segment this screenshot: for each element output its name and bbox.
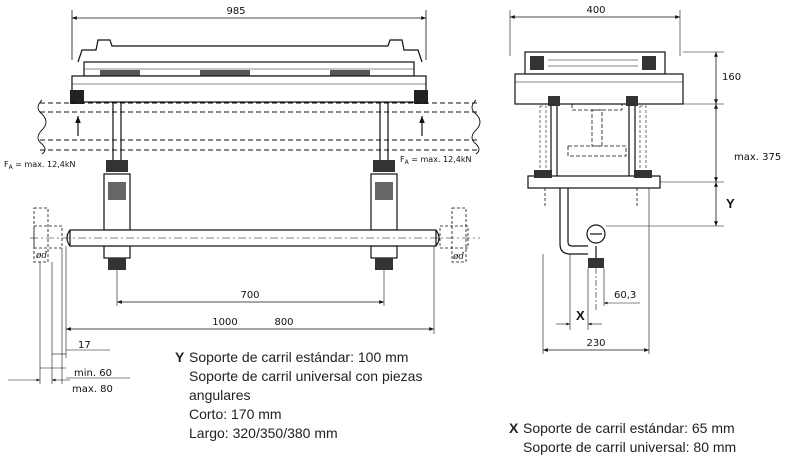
dim-min60-label: min. 60 xyxy=(74,368,112,379)
side-platform xyxy=(514,51,684,105)
side-hangers xyxy=(539,96,647,177)
legend-x-line-2: Soporte de carril universal: 80 mm xyxy=(523,439,737,455)
dim-700-label: 700 xyxy=(240,290,259,301)
dim-800-label: 800 xyxy=(274,317,293,328)
dim-1000-label: 1000 xyxy=(212,317,237,328)
dim-y-label: Y xyxy=(726,196,735,211)
dim-603-label: 60,3 xyxy=(614,290,636,301)
dim-max80-label: max. 80 xyxy=(72,384,113,395)
dim-x-label: X xyxy=(576,308,585,323)
dim-160-label: 160 xyxy=(722,72,741,83)
legend-x-key: X xyxy=(509,420,519,436)
force-label-left: FA = max. 12,4kN xyxy=(4,160,75,171)
hanger-right xyxy=(370,102,398,270)
diameter-label-right: ød xyxy=(452,252,464,262)
legend-x-line-1: Soporte de carril estándar: 65 mm xyxy=(523,420,735,436)
lower-beam xyxy=(30,229,480,247)
legend-y-line-4: Corto: 170 mm xyxy=(189,406,282,422)
side-view xyxy=(509,10,724,354)
scale-platform xyxy=(70,39,428,104)
diameter-label-left: ød xyxy=(35,251,47,261)
dim-985-label: 985 xyxy=(226,6,245,17)
front-view xyxy=(8,10,481,384)
dim-17-label: 17 xyxy=(78,340,91,351)
force-label-right: FA = max. 12,4kN xyxy=(400,155,471,166)
end-support-left xyxy=(33,207,63,263)
rail-break-right xyxy=(471,99,481,155)
dim-230-label: 230 xyxy=(586,338,605,349)
legend-y: Y Soporte de carril estándar: 100 mm Sop… xyxy=(175,348,423,443)
side-rail-section xyxy=(567,103,627,157)
legend-y-line-2: Soporte de carril universal con piezas xyxy=(189,368,423,384)
legend-y-line-1: Soporte de carril estándar: 100 mm xyxy=(189,349,409,365)
side-bracket xyxy=(559,188,606,312)
end-support-right xyxy=(439,207,469,263)
legend-y-line-3: angulares xyxy=(189,387,251,403)
legend-x: X Soporte de carril estándar: 65 mm Sopo… xyxy=(509,419,784,457)
rail-break-left xyxy=(37,99,47,155)
rail-front xyxy=(40,102,478,151)
dim-400-label: 400 xyxy=(586,5,605,16)
legend-y-key: Y xyxy=(175,349,185,365)
legend-y-line-5: Largo: 320/350/380 mm xyxy=(189,425,338,441)
hanger-left xyxy=(103,102,131,270)
dim-375-label: max. 375 xyxy=(734,152,781,163)
side-crossbar xyxy=(527,170,661,208)
